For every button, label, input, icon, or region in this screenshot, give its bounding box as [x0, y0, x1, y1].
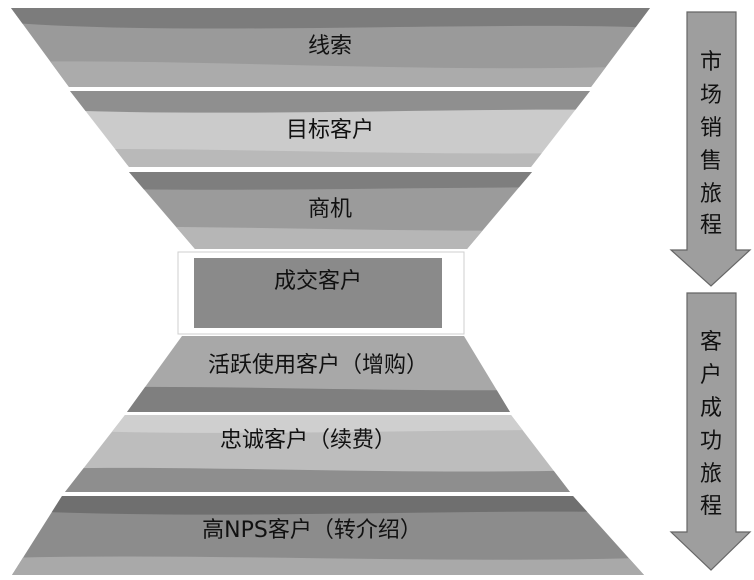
- stage-label: 商机: [308, 197, 352, 222]
- stage-label: 活跃使用客户（增购）: [208, 353, 428, 378]
- funnel-stage-high-nps-customers: 高NPS客户（转介绍）: [12, 496, 644, 575]
- journey-char: 功: [700, 429, 722, 454]
- stage-label: 成交客户: [274, 269, 362, 294]
- stage-label: 线索: [308, 34, 352, 59]
- journey-char: 旅: [700, 182, 722, 207]
- journey-arrow-marketing-sales: 市 场 销 售 旅 程: [669, 11, 752, 287]
- stage-label: 高NPS客户（转介绍）: [202, 518, 422, 543]
- stage-label: 目标客户: [286, 118, 374, 143]
- funnel-stage-target-customers: 目标客户: [70, 91, 590, 167]
- funnel-stage-loyal-customers: 忠诚客户（续费）: [65, 415, 570, 492]
- stage-label: 忠诚客户（续费）: [220, 428, 396, 453]
- funnel-stage-leads: 线索: [11, 8, 650, 87]
- journey-char: 市: [700, 50, 722, 75]
- journey-char: 旅: [700, 462, 722, 487]
- journey-char: 客: [700, 330, 722, 355]
- funnel-stage-active-customers: 活跃使用客户（增购）: [127, 336, 510, 412]
- journey-char: 程: [700, 213, 722, 238]
- funnel-stage-closed-customers: 成交客户: [177, 251, 465, 335]
- journey-char: 售: [700, 149, 722, 174]
- journey-char: 销: [700, 116, 722, 141]
- funnel-stage-opportunities: 商机: [129, 172, 532, 249]
- journey-char: 场: [700, 83, 722, 108]
- journey-arrow-customer-success: 客 户 成 功 旅 程: [669, 292, 752, 571]
- journey-char: 程: [700, 494, 722, 519]
- journey-char: 户: [700, 363, 722, 388]
- journey-char: 成: [700, 396, 722, 421]
